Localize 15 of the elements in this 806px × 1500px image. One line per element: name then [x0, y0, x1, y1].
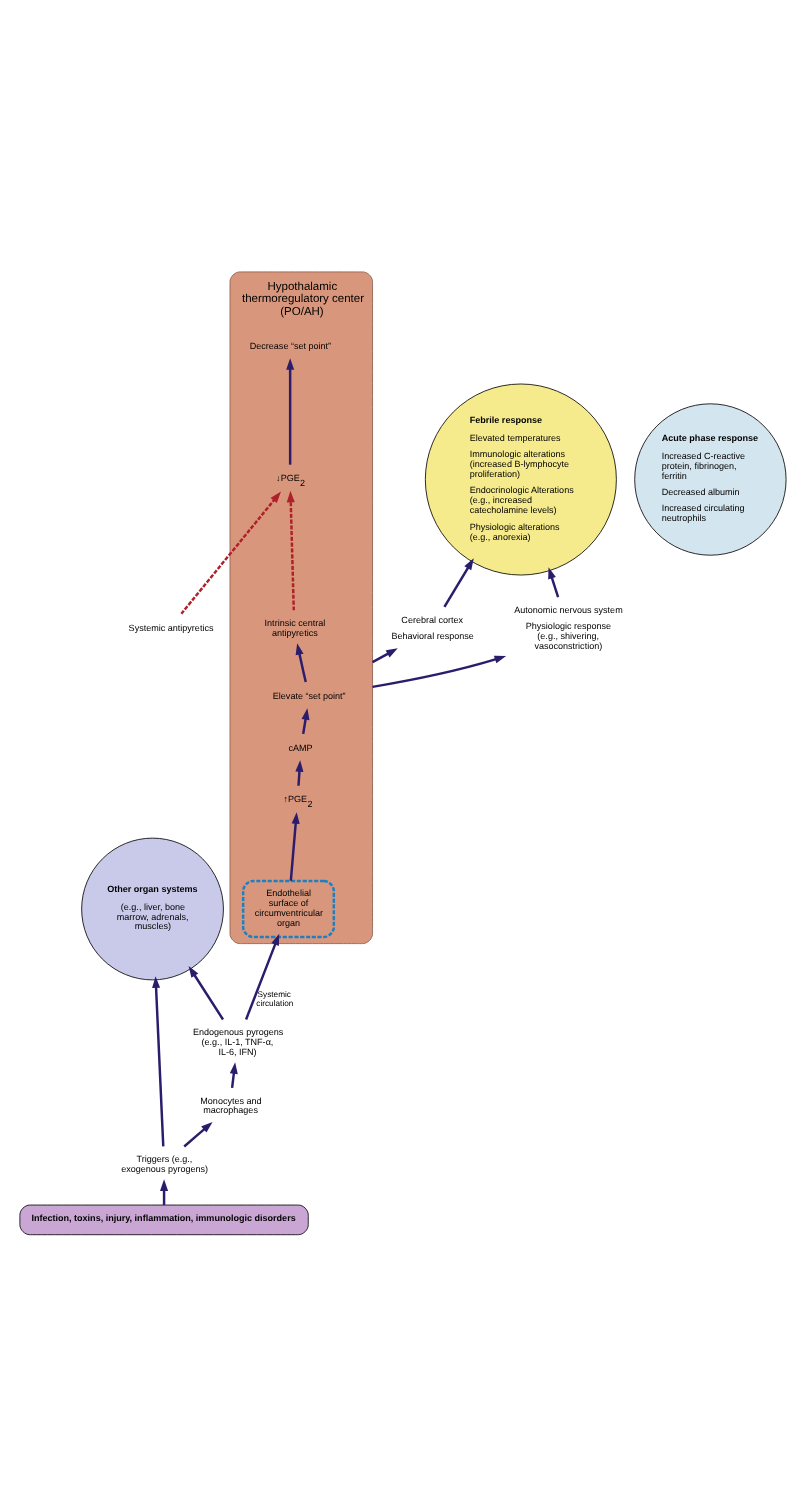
arrow [371, 648, 398, 664]
arrow [286, 490, 295, 611]
arrow [443, 558, 474, 608]
arrow [183, 1122, 213, 1148]
arrow [289, 812, 300, 881]
arrow [372, 655, 507, 689]
arrow [229, 1062, 238, 1088]
arrow [152, 976, 165, 1147]
arrow [244, 933, 280, 1020]
arrow [188, 965, 225, 1021]
arrow [295, 643, 307, 683]
arrow [301, 708, 310, 735]
arrow [180, 491, 281, 615]
arrow [548, 567, 560, 598]
arrow [286, 358, 295, 465]
